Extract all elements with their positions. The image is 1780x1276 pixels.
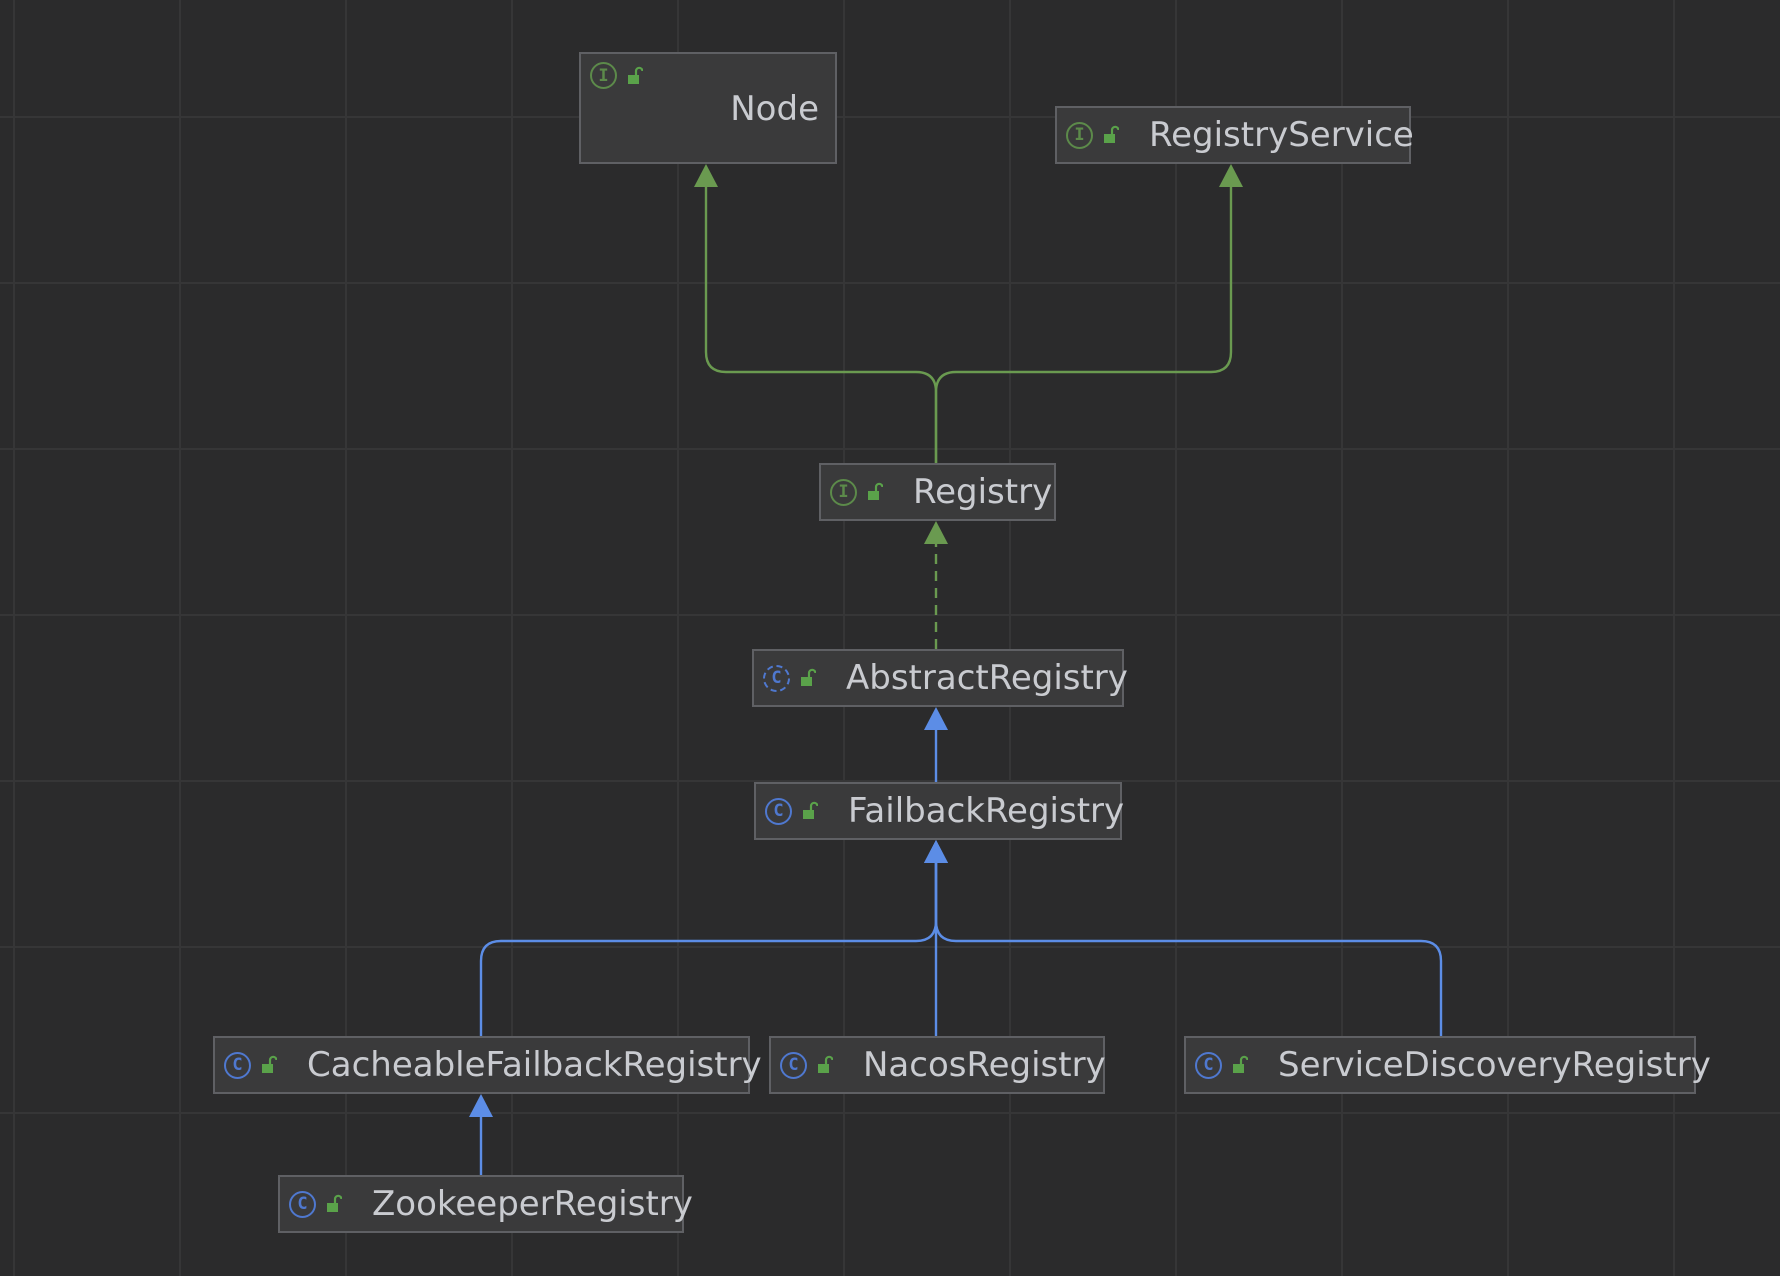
- unlocked-padlock-icon: [327, 1194, 342, 1212]
- unlocked-padlock-icon: [801, 668, 816, 686]
- class-icon: C: [1195, 1051, 1222, 1079]
- interface-icon: I: [830, 478, 857, 506]
- inheritance-arrowhead-failback-registry: [924, 840, 948, 863]
- class-node-label: Node: [730, 89, 819, 129]
- edge-registry-to-node: [704, 186, 938, 463]
- class-icon: C: [224, 1051, 251, 1079]
- unlocked-padlock-icon: [1104, 125, 1119, 143]
- inheritance-arrowhead-node: [694, 164, 718, 187]
- abstract-class-icon: C: [763, 664, 790, 692]
- inheritance-arrowhead-failback-registry: [924, 840, 948, 863]
- unlocked-padlock-icon: [1233, 1055, 1248, 1073]
- class-node-label: ZookeeperRegistry: [372, 1184, 693, 1224]
- class-node-service-discovery-registry[interactable]: C ServiceDiscoveryRegistry: [1184, 1036, 1711, 1094]
- class-node-label: RegistryService: [1149, 115, 1414, 155]
- class-node-cacheable-failback-registry[interactable]: C CacheableFailbackRegistry: [213, 1036, 762, 1094]
- class-node-zookeeper-registry[interactable]: C ZookeeperRegistry: [278, 1175, 693, 1233]
- class-node-label: AbstractRegistry: [846, 658, 1128, 698]
- inheritance-arrowhead-abstract-registry: [924, 707, 948, 730]
- edge-cacheable-failback-registry-to-failback-registry: [479, 862, 938, 1036]
- unlocked-padlock-icon: [868, 482, 883, 500]
- class-icon: C: [780, 1051, 807, 1079]
- class-node-nacos-registry[interactable]: C NacosRegistry: [769, 1036, 1106, 1094]
- unlocked-padlock-icon: [818, 1055, 833, 1073]
- class-node-registry[interactable]: I Registry: [819, 463, 1056, 521]
- class-icon: C: [289, 1190, 316, 1218]
- class-node-registry-service[interactable]: I RegistryService: [1055, 106, 1414, 164]
- unlocked-padlock-icon: [803, 801, 818, 819]
- inheritance-arrowhead-registry-service: [1219, 164, 1243, 187]
- edge-service-discovery-registry-to-failback-registry: [934, 862, 1443, 1036]
- inheritance-arrowhead-registry: [924, 521, 948, 544]
- class-node-failback-registry[interactable]: C FailbackRegistry: [754, 782, 1125, 840]
- unlocked-padlock-icon: [262, 1055, 277, 1073]
- edge-registry-to-registry-service: [934, 186, 1233, 463]
- inheritance-arrowhead-failback-registry: [924, 840, 948, 863]
- unlocked-padlock-icon: [628, 66, 643, 84]
- class-node-label: Registry: [913, 472, 1053, 512]
- interface-icon: I: [590, 62, 617, 89]
- class-node-node[interactable]: I Node: [579, 52, 837, 164]
- class-node-abstract-registry[interactable]: C AbstractRegistry: [752, 649, 1128, 707]
- class-node-label: NacosRegistry: [863, 1045, 1106, 1085]
- class-node-label: CacheableFailbackRegistry: [307, 1045, 762, 1085]
- class-node-label: ServiceDiscoveryRegistry: [1278, 1045, 1711, 1085]
- interface-icon: I: [1066, 121, 1093, 149]
- class-icon: C: [765, 797, 792, 825]
- inheritance-arrowhead-cacheable-failback-registry: [469, 1094, 493, 1117]
- class-node-label: FailbackRegistry: [848, 791, 1125, 831]
